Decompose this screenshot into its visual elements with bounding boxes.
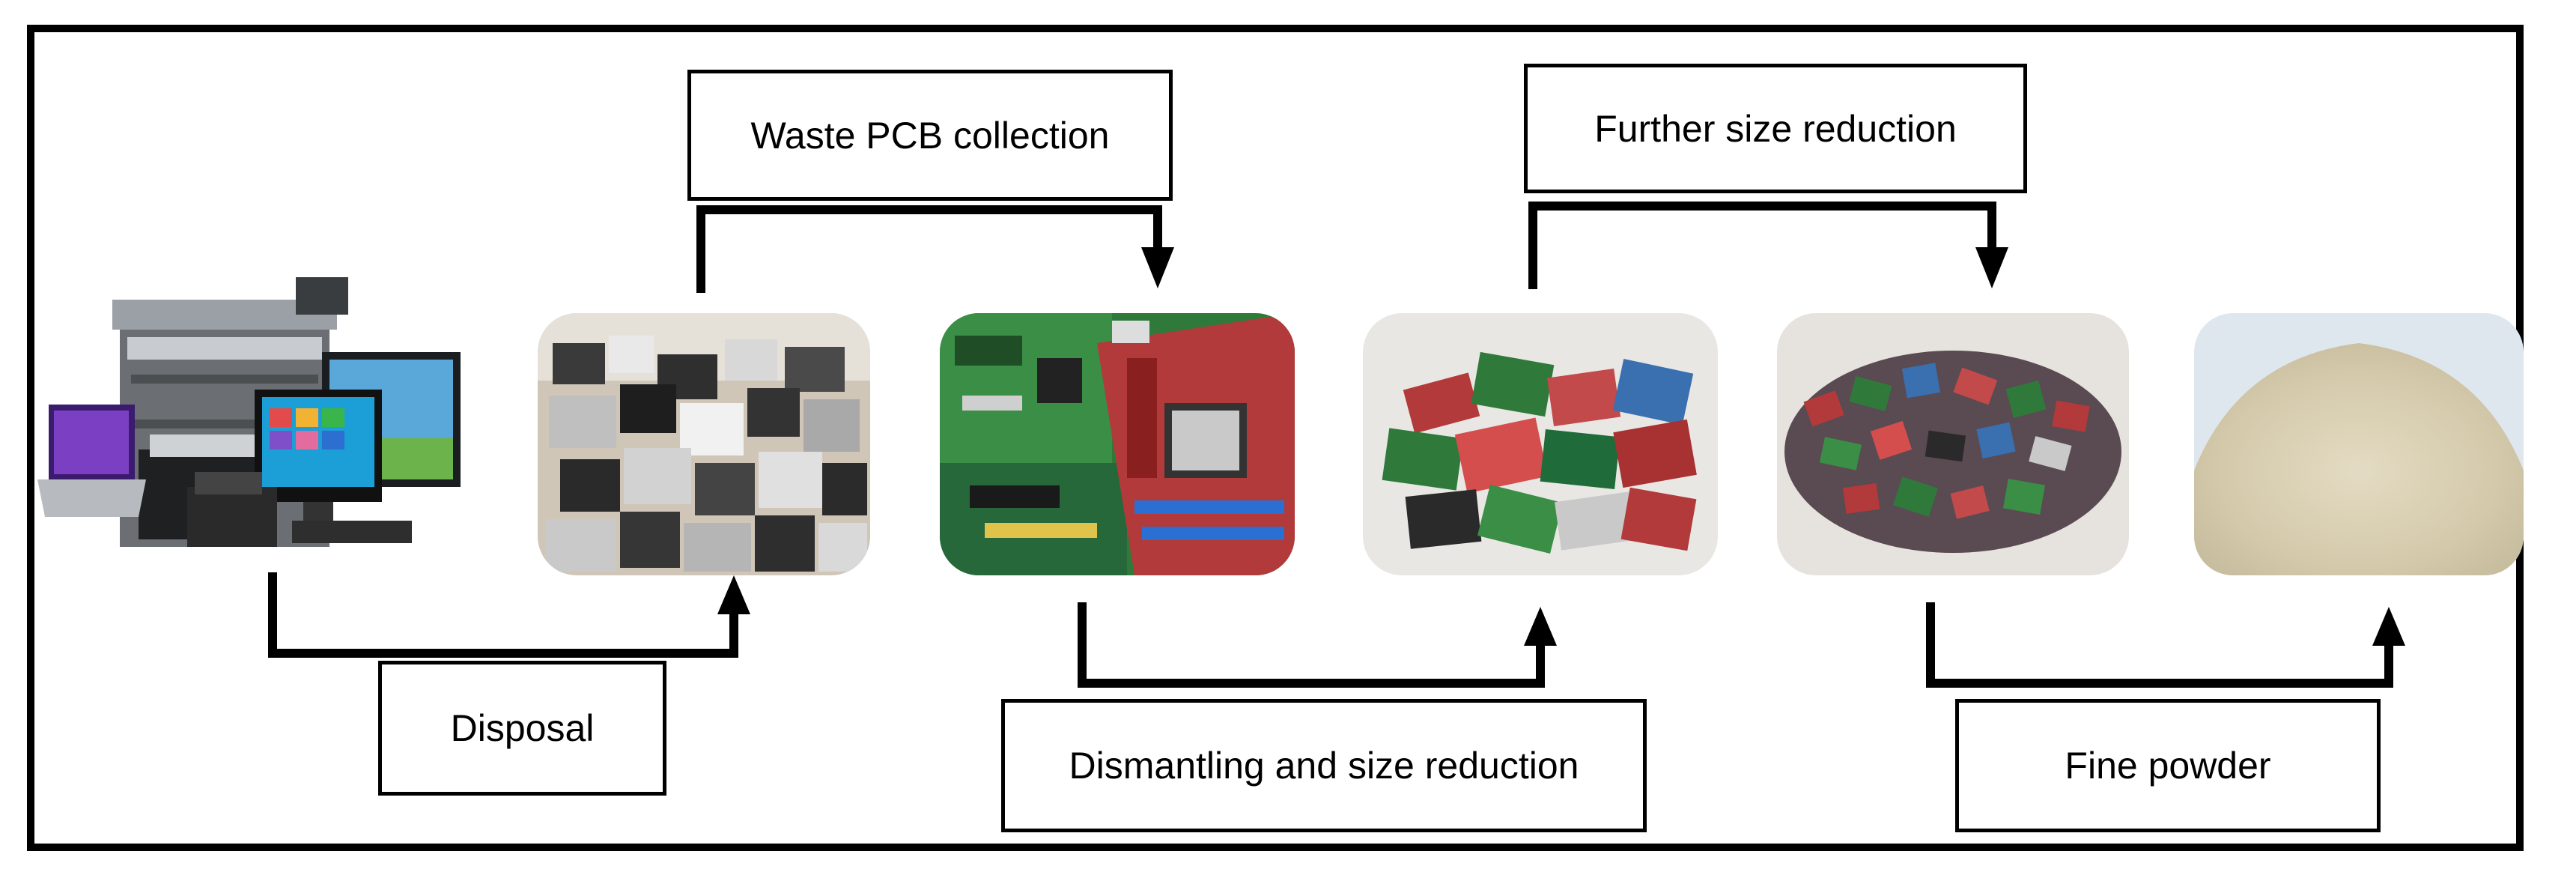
pcb-pieces-image [1363, 313, 1718, 575]
e-waste-pile-icon [538, 313, 870, 575]
fine-powder-label: Fine powder [1955, 699, 2381, 832]
disposal-label: Disposal [378, 661, 666, 796]
further-size-reduction-label: Further size reduction [1524, 64, 2027, 193]
pcb-fragments-icon [1777, 313, 2129, 575]
circuit-boards-image [940, 313, 1295, 575]
dismantling-label: Dismantling and size reduction [1001, 699, 1647, 832]
pcb-fragments-image [1777, 313, 2129, 575]
fine-powder-icon [2194, 313, 2524, 575]
waste-pcb-collection-label: Waste PCB collection [687, 70, 1173, 201]
fine-powder-image [2194, 313, 2524, 575]
e-waste-pile-image [538, 313, 870, 575]
printed-circuit-boards-icon [940, 313, 1295, 575]
pcb-pieces-icon [1363, 313, 1718, 575]
